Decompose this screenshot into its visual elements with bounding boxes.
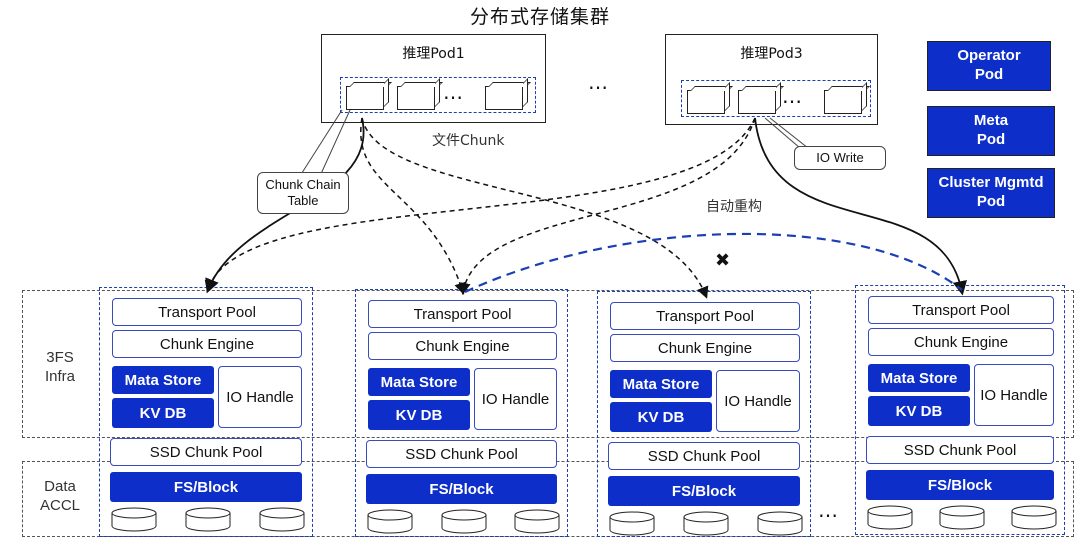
cluster-mgmtd-pod[interactable]: Cluster Mgmtd Pod	[927, 168, 1055, 218]
chunk-icon	[397, 86, 435, 110]
disk-icon	[111, 507, 157, 532]
pods-ellipsis: …	[588, 70, 610, 94]
transport-pool: Transport Pool	[610, 302, 800, 330]
kv-db: KV DB	[868, 396, 970, 426]
pod-3-label: 推理Pod3	[740, 46, 803, 62]
chunk-icon	[346, 86, 384, 110]
operator-pod[interactable]: Operator Pod	[927, 41, 1051, 91]
pod3-to-node2-link	[458, 117, 756, 295]
io-handle: IO Handle	[716, 370, 800, 432]
fs-block: FS/Block	[110, 472, 302, 502]
rebuild-link	[464, 232, 963, 293]
ssd-chunk-pool: SSD Chunk Pool	[608, 442, 800, 470]
auto-rebuild-label: 自动重构	[706, 199, 762, 215]
chunk-chain-table-callout: Chunk Chain Table	[257, 172, 349, 214]
disk-icon	[609, 511, 655, 536]
chunk-ellipsis: …	[443, 80, 465, 104]
disk-icon	[367, 509, 413, 534]
fs-block: FS/Block	[866, 470, 1054, 500]
io-handle: IO Handle	[974, 364, 1054, 426]
transport-pool: Transport Pool	[868, 296, 1054, 324]
mata-store: Mata Store	[610, 370, 712, 398]
chunk-icon	[824, 90, 862, 114]
inference-pod-3: 推理Pod3 …	[665, 34, 878, 125]
data-accl-region-label: Data ACCL	[39, 478, 80, 514]
inference-pod-1: 推理Pod1 …	[321, 34, 546, 123]
disk-icon	[441, 509, 486, 534]
ssd-chunk-pool: SSD Chunk Pool	[366, 440, 557, 468]
meta-pod[interactable]: Meta Pod	[927, 106, 1055, 156]
mata-store: Mata Store	[868, 364, 970, 392]
failure-mark-icon: ✖	[715, 250, 731, 271]
chunk-engine: Chunk Engine	[368, 332, 557, 360]
disk-icon	[185, 507, 231, 532]
io-write-callout: IO Write	[794, 146, 886, 170]
mata-store: Mata Store	[112, 366, 214, 394]
callout-pointer	[299, 109, 351, 177]
fs-block: FS/Block	[608, 476, 800, 506]
kv-db: KV DB	[610, 402, 712, 432]
chunk-icon	[738, 90, 776, 114]
io-write-pointer	[764, 117, 809, 149]
disk-icon	[757, 511, 803, 536]
pod-1-label: 推理Pod1	[402, 46, 465, 62]
chunk-engine: Chunk Engine	[610, 334, 800, 362]
disk-icon	[1011, 505, 1057, 530]
pod-3-chunk-group: …	[681, 80, 871, 117]
disk-icon	[683, 511, 729, 536]
pod3-to-node4-link	[754, 117, 967, 296]
chunk-ellipsis: …	[782, 84, 804, 108]
infra-region-label: 3FS Infra	[44, 349, 75, 385]
disk-icon	[514, 509, 560, 534]
file-chunk-label: 文件Chunk	[432, 133, 505, 149]
pod3-to-node1-link	[204, 117, 756, 293]
ssd-chunk-pool: SSD Chunk Pool	[866, 436, 1054, 464]
disk-icon	[939, 505, 985, 530]
disk-icon	[259, 507, 305, 532]
chunk-engine: Chunk Engine	[868, 328, 1054, 356]
pod-1-chunk-group: …	[340, 77, 536, 113]
infra-region	[22, 290, 1074, 438]
kv-db: KV DB	[112, 398, 214, 428]
transport-pool: Transport Pool	[112, 298, 302, 326]
io-handle: IO Handle	[218, 366, 302, 428]
chunk-icon	[485, 86, 523, 110]
chunk-icon	[687, 90, 725, 114]
chunk-engine: Chunk Engine	[112, 330, 302, 358]
transport-pool: Transport Pool	[368, 300, 557, 328]
io-handle: IO Handle	[474, 368, 557, 430]
disk-icon	[867, 505, 913, 530]
kv-db: KV DB	[368, 400, 470, 430]
pod1-to-node2-link	[360, 117, 466, 295]
ssd-chunk-pool: SSD Chunk Pool	[110, 438, 302, 466]
mata-store: Mata Store	[368, 368, 470, 396]
fs-block: FS/Block	[366, 474, 557, 504]
nodes-ellipsis: …	[818, 498, 840, 522]
diagram-title: 分布式存储集群	[469, 6, 610, 28]
pod1-to-node3-link	[361, 117, 709, 299]
